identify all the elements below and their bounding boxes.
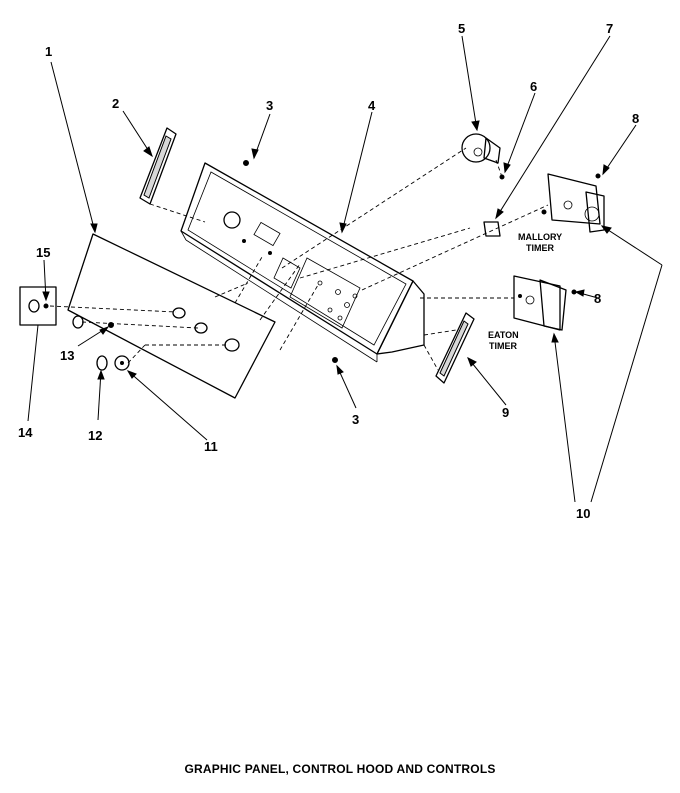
part-11-bezel [114,355,130,371]
part-3-screw [243,160,338,363]
part-7-knob [483,221,501,237]
callout-10: 10 [576,506,590,521]
part-1-graphic-panel [67,233,276,399]
callout-12: 12 [88,428,102,443]
callout-13: 13 [60,348,74,363]
callout-2: 2 [112,96,119,111]
callout-15: 15 [36,245,50,260]
part-9-right-end-cap [435,312,475,384]
callout-1: 1 [45,44,52,59]
callout-8-lower: 8 [594,291,601,306]
mallory-label-line1: MALLORY [518,232,562,242]
part-10-eaton-timer [513,275,577,331]
callout-6: 6 [530,79,537,94]
part-4-control-hood [180,162,425,363]
part-5-switch [461,133,505,180]
callout-14: 14 [18,425,33,440]
callout-8-upper: 8 [632,111,639,126]
eaton-label-line2: TIMER [489,341,517,351]
callout-4: 4 [368,98,376,113]
part-10-mallory-timer [541,173,605,233]
callout-9: 9 [502,405,509,420]
part-15-knob [28,299,49,313]
part-14-bracket [19,286,57,326]
leader-lines [27,35,663,503]
assembly-lines [49,147,549,371]
callout-3-bottom: 3 [352,412,359,427]
part-13-knob [72,315,114,329]
timer-labels: MALLORY TIMER EATON TIMER [488,232,562,351]
callout-11: 11 [204,439,218,454]
eaton-label-line1: EATON [488,330,519,340]
callout-3-top: 3 [266,98,273,113]
callout-7: 7 [606,21,613,36]
mallory-label-line2: TIMER [526,243,554,253]
diagram-caption: GRAPHIC PANEL, CONTROL HOOD AND CONTROLS [184,762,496,776]
callout-labels: 1 2 3 4 5 6 7 8 8 9 10 11 12 13 14 15 3 [18,21,639,521]
callout-5: 5 [458,21,465,36]
part-2-left-end-cap [139,127,177,205]
part-12-knob [96,355,108,371]
